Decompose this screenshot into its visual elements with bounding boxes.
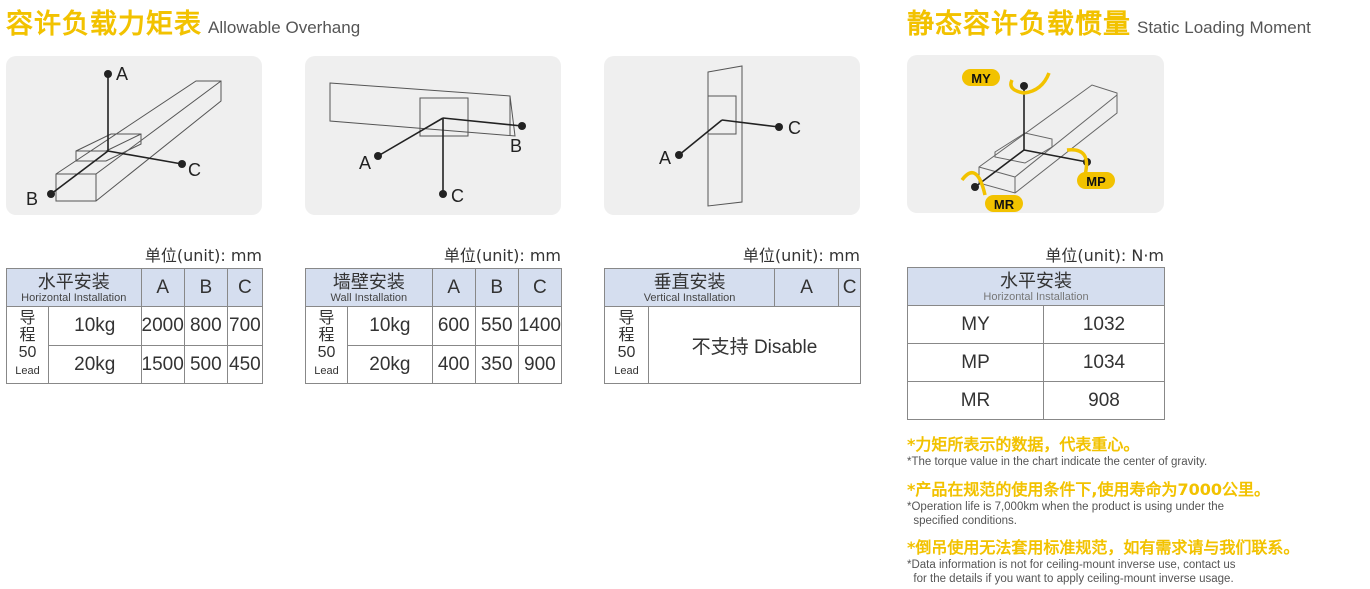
label-mp: MP [1086, 174, 1106, 189]
moment-name: MR [907, 381, 1044, 420]
header-cn: 墙壁安装 [332, 271, 405, 292]
header-cn: 垂直安装 [653, 271, 726, 292]
lead-en: Lead [314, 365, 339, 377]
label-mr: MR [994, 197, 1015, 212]
value-cell: 550 [474, 306, 519, 346]
value-cell: 500 [183, 345, 228, 384]
col-b: B [474, 268, 519, 307]
moment-value: 1034 [1043, 343, 1165, 382]
lead-num: 50 [18, 344, 37, 361]
value-cell: 800 [183, 306, 228, 346]
value-cell: 600 [431, 306, 476, 346]
header-cn: 水平安装 [37, 271, 110, 292]
note-cn: *产品在规范的使用条件下,使用寿命为7000公里。 [907, 480, 1270, 499]
value-cell: 350 [474, 345, 519, 384]
moment-name: MP [907, 343, 1044, 382]
mp-arrow-icon [1066, 147, 1089, 176]
right-title-cn: 静态容许负载惯量 [907, 9, 1131, 40]
value-cell: 1500 [140, 345, 185, 384]
lead-cn2: 程 [318, 327, 335, 344]
label-a: A [359, 153, 371, 173]
lead-num: 50 [317, 344, 336, 361]
note-en: *Operation life is 7,000km when the prod… [907, 501, 1225, 513]
note-en: *Data information is not for ceiling-mou… [907, 559, 1236, 571]
lead-cn1: 导 [19, 310, 36, 327]
value-cell: 700 [226, 306, 264, 346]
right-title: 静态容许负载惯量 Static Loading Moment [907, 2, 1311, 41]
right-title-en: Static Loading Moment [1137, 18, 1311, 37]
moment-value: 1032 [1043, 305, 1165, 344]
label-a: A [116, 64, 128, 84]
vertical-diagram: A C [604, 56, 860, 215]
label-b: B [26, 189, 38, 209]
wall-diagram: A C B [305, 56, 561, 215]
note-en: *The torque value in the chart indicate … [907, 456, 1208, 468]
label-my: MY [971, 71, 991, 86]
header-en: Horizontal Installation [21, 291, 127, 304]
lead-cn1: 导 [318, 310, 335, 327]
load-cell: 20kg [48, 345, 142, 384]
value-cell: 450 [226, 345, 264, 384]
note-cn: *倒吊使用无法套用标准规范，如有需求请与我们联系。 [907, 538, 1300, 557]
col-b: B [183, 268, 228, 307]
note-cn: *力矩所表示的数据，代表重心。 [907, 435, 1140, 454]
col-a: A [774, 268, 840, 307]
label-c: C [451, 186, 464, 206]
note-en: specified conditions. [907, 515, 1017, 527]
lead-num: 50 [617, 344, 636, 361]
left-title-cn: 容许负载力矩表 [6, 9, 202, 40]
label-b: B [510, 136, 522, 156]
value-cell: 2000 [140, 306, 185, 346]
col-a: A [431, 268, 476, 307]
value-cell: 400 [431, 345, 476, 384]
value-cell: 900 [517, 345, 563, 384]
label-a: A [659, 148, 671, 168]
lead-cn2: 程 [618, 327, 635, 344]
unit-label: 单位(unit): mm [144, 246, 262, 265]
header-en: Wall Installation [330, 291, 408, 304]
label-c: C [788, 118, 801, 138]
disable-cell: 不支持 Disable [648, 306, 861, 384]
mr-arrow-icon [960, 171, 987, 196]
unit-label: 单位(unit): N·m [1045, 246, 1164, 265]
label-c: C [188, 160, 201, 180]
load-cell: 10kg [48, 306, 142, 346]
lead-cn1: 导 [618, 310, 635, 327]
col-a: A [140, 268, 185, 307]
header-cn: 水平安装 [1000, 270, 1072, 291]
lead-en: Lead [614, 365, 639, 377]
unit-label: 单位(unit): mm [443, 246, 561, 265]
moment-value: 908 [1043, 381, 1165, 420]
load-cell: 10kg [347, 306, 433, 346]
my-arrow-icon [1009, 72, 1051, 95]
col-c: C [226, 268, 264, 307]
horizontal-diagram: A C B [6, 56, 262, 215]
moment-name: MY [907, 305, 1044, 344]
col-c: C [517, 268, 563, 307]
unit-label: 单位(unit): mm [742, 246, 860, 265]
value-cell: 1400 [517, 306, 563, 346]
col-c: C [838, 268, 861, 307]
header-en: Horizontal Installation [983, 290, 1089, 303]
lead-en: Lead [15, 365, 40, 377]
left-title-en: Allowable Overhang [208, 18, 361, 37]
lead-cn2: 程 [19, 327, 36, 344]
load-cell: 20kg [347, 345, 433, 384]
left-title: 容许负载力矩表 Allowable Overhang [6, 2, 360, 41]
moment-diagram: MY MP MR [907, 55, 1164, 213]
header-en: Vertical Installation [643, 291, 736, 304]
note-en: for the details if you want to apply cei… [907, 573, 1234, 585]
